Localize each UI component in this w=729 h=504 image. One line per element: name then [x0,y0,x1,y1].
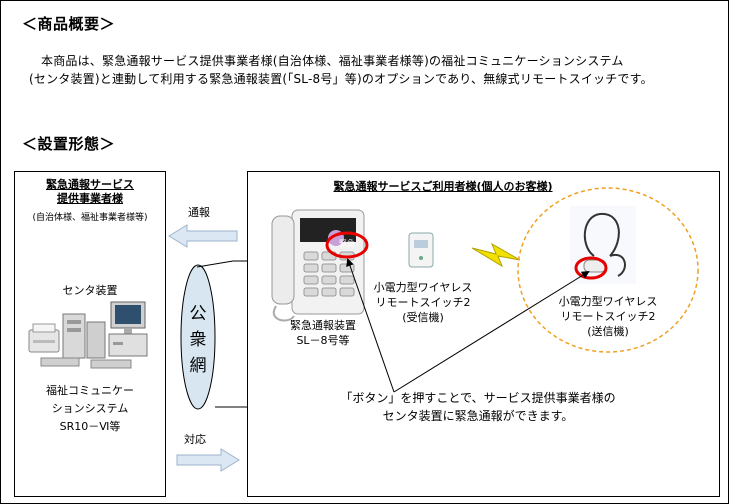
respond-arrow-icon [176,448,240,472]
transmitter-line-3: (送信機) [587,325,629,338]
provider-box: 緊急通報サービス 提供事業者様 (自治体様、福祉事業者様等) センタ装置 [14,171,166,497]
transmitter-line-1: 小電力型ワイヤレス [558,295,658,308]
system-line-1: 福祉コミュニケー [46,384,134,397]
overview-line-1: 本商品は、緊急通報サービス提供事業者様(自治体様、福祉事業者様等)の福祉コミュニ… [41,54,624,68]
callout-line-1: 「ボタン」を押すことで、サービス提供事業者様の [340,391,616,405]
emergency-button-highlight [325,231,369,259]
emergency-phone-icon [271,209,365,322]
user-box-title: 緊急通報サービスご利用者様(個人のお客様) [333,180,553,193]
device-line-2: SL－8号等 [296,334,350,347]
public-network-char-2: 衆 [189,330,207,350]
provider-subtitle: (自治体様、福祉事業者様等) [32,213,148,223]
overview-heading: ＜商品概要＞ [22,15,116,33]
receiver-unit-icon [408,232,434,268]
receiver-line-3: (受信機) [402,311,444,324]
transmitter-line-2: リモートスイッチ2 [560,310,656,323]
callout-line-2: センタ装置に緊急通報ができます。 [382,409,574,423]
receiver-line-2: リモートスイッチ2 [375,296,471,309]
connection-line [197,260,247,408]
installation-heading: ＜設置形態＞ [22,135,116,153]
receiver-line-1: 小電力型ワイヤレス [373,281,473,294]
device-line-1: 緊急通報装置 [290,319,356,332]
transmitter-zone [517,187,699,353]
public-network-oval [180,264,216,410]
public-network-char-3: 網 [189,356,207,376]
system-line-2: ションシステム [51,402,129,415]
notify-arrow-icon [168,224,238,248]
emergency-button-label: 緊急 [339,239,355,248]
system-line-3: SR10－Ⅵ等 [59,420,121,433]
public-network-label: 公 衆 網 [179,301,217,379]
public-network-char-1: 公 [189,304,207,324]
callout-arrows [346,258,590,393]
user-box: 緊急通報サービスご利用者様(個人のお客様) [247,171,720,497]
provider-title-line-1: 緊急通報サービス [46,178,134,191]
lightning-icon [471,242,521,268]
respond-label: 対応 [184,433,206,446]
transmitter-button-highlight [574,256,608,280]
notify-label: 通報 [188,206,210,219]
overview-line-2: (センタ装置)と連動して利用する緊急通報装置(「SL-8号」等)のオプションであ… [29,72,653,86]
provider-title-line-2: 提供事業者様 [57,192,123,205]
center-device-label: センタ装置 [62,284,118,297]
computer-system-icon [28,301,148,369]
